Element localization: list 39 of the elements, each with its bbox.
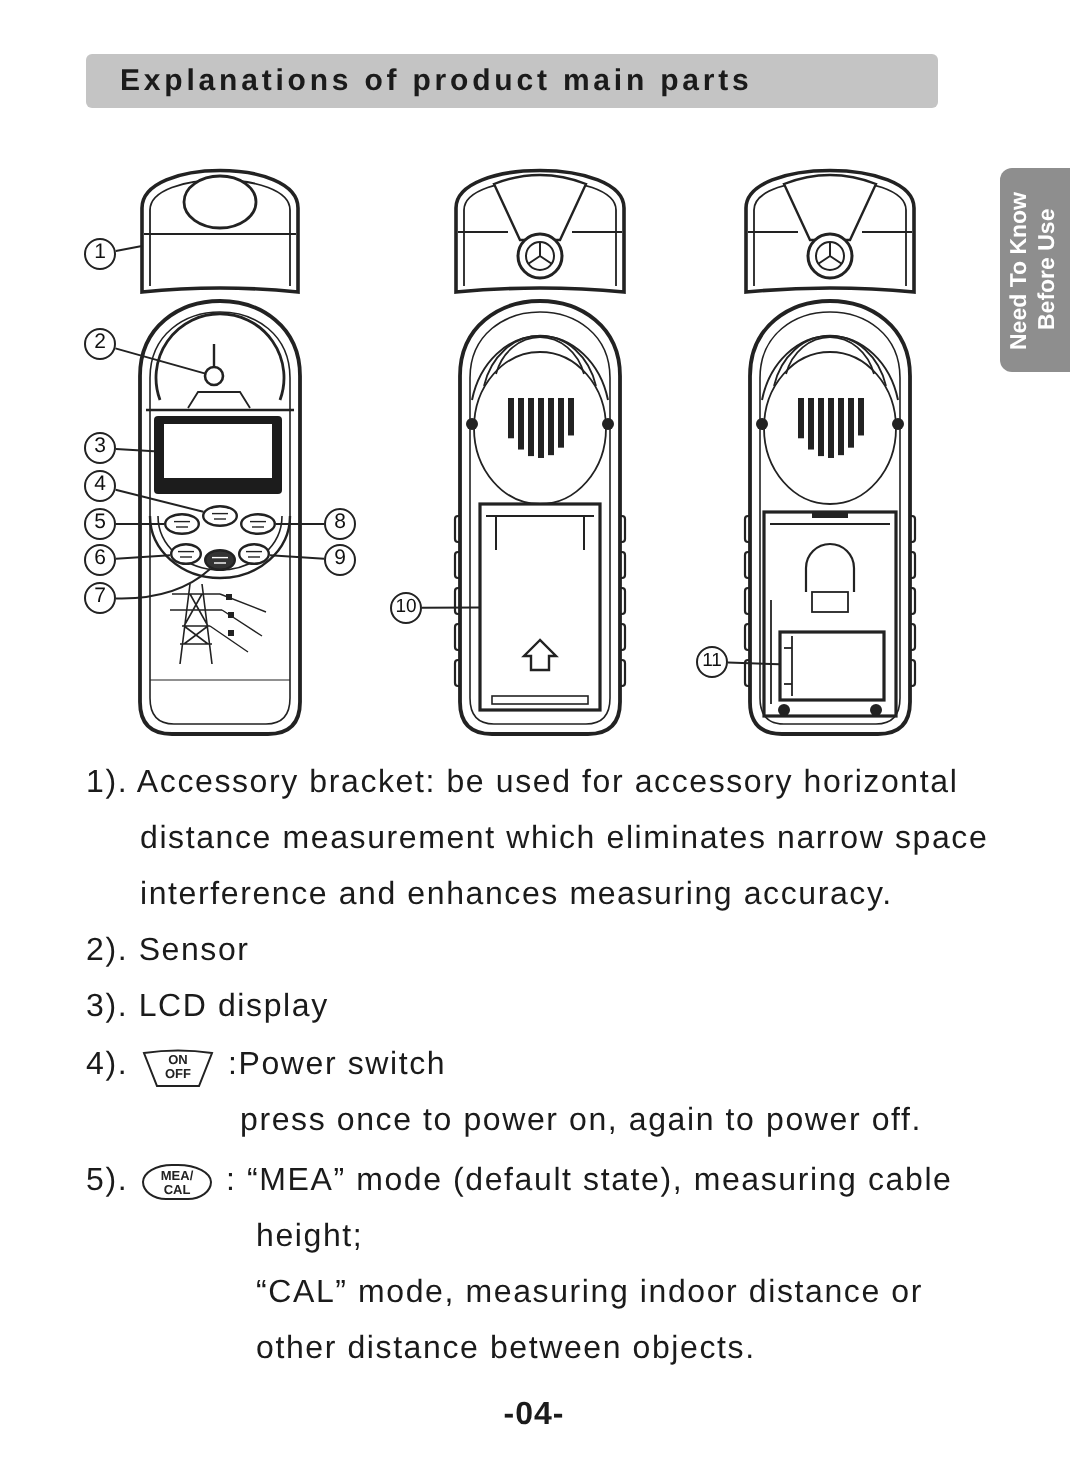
key-description: :Power switch bbox=[228, 1046, 447, 1086]
battery-compartment bbox=[762, 510, 898, 718]
section-heading: Explanations of product main parts bbox=[86, 54, 938, 108]
lcd-screen bbox=[154, 416, 282, 494]
leader-line bbox=[275, 523, 325, 525]
callout-number: 4 bbox=[84, 470, 116, 502]
leader-line bbox=[115, 448, 155, 453]
callout-number: 1 bbox=[84, 238, 116, 270]
key-description: “CAL” mode, measuring indoor distance or other distance between objects. bbox=[256, 1274, 925, 1370]
list-number: 5). bbox=[86, 1162, 129, 1202]
sensor bbox=[203, 344, 225, 387]
leader-line bbox=[269, 554, 325, 560]
callout-number: 11 bbox=[696, 646, 728, 678]
list-number: 4). bbox=[86, 1046, 129, 1086]
key-description: : “MEA” mode (default state), measuring cable height; bbox=[226, 1162, 955, 1258]
callout-number: 7 bbox=[84, 582, 116, 614]
leader-line bbox=[115, 523, 165, 525]
leader-line bbox=[114, 488, 205, 513]
key-description: press once to power on, again to power off. bbox=[240, 1102, 922, 1142]
accessory-bracket bbox=[140, 168, 300, 294]
list-item: 1). Accessory bracket: be used for accessory horizontal distance measurement which eliminates narrow space interference and enhances measuring accuracy. bbox=[86, 764, 991, 916]
side-tab: Need To Know Before Use bbox=[1000, 168, 1070, 372]
callout-number: 3 bbox=[84, 432, 116, 464]
leader-line bbox=[114, 245, 143, 252]
callout-number: 5 bbox=[84, 508, 116, 540]
list-item: 3). LCD display bbox=[86, 988, 329, 1028]
battery bbox=[778, 630, 886, 702]
leader-line bbox=[115, 567, 212, 600]
battery-cover bbox=[478, 502, 602, 712]
list-item: 2). Sensor bbox=[86, 932, 250, 972]
leader-line bbox=[115, 554, 171, 560]
callout-number: 8 bbox=[324, 508, 356, 540]
leader-line bbox=[727, 661, 781, 666]
callout-number: 2 bbox=[84, 328, 116, 360]
callout-number: 9 bbox=[324, 544, 356, 576]
page-number: -04- bbox=[503, 1396, 565, 1436]
callout-number: 10 bbox=[390, 592, 422, 624]
leader-line bbox=[421, 606, 481, 609]
callout-number: 6 bbox=[84, 544, 116, 576]
